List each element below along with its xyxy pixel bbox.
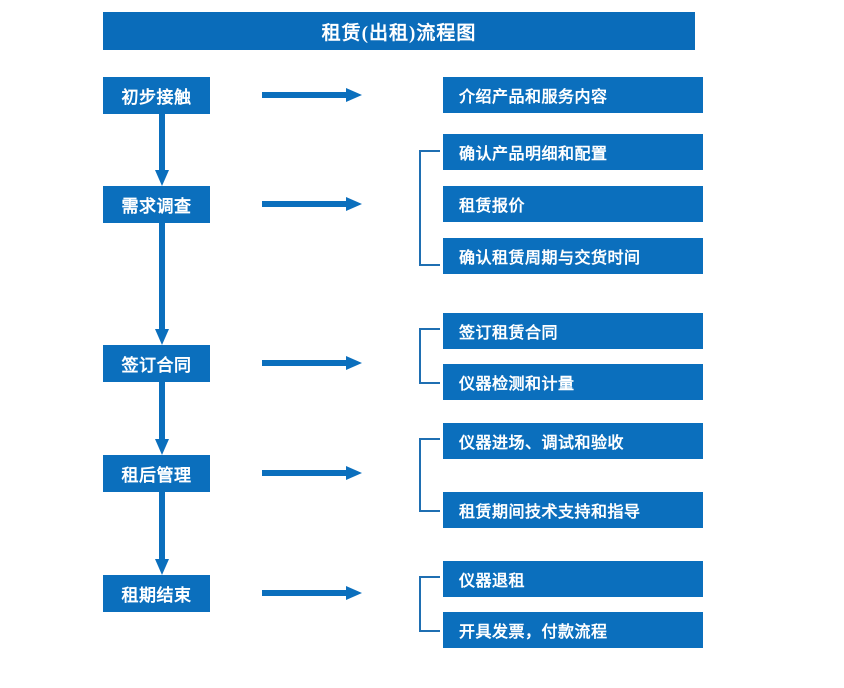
group-bracket-post-rental-management xyxy=(418,438,440,512)
group-bracket-sign-contract xyxy=(418,328,440,384)
stage-box-sign-contract[interactable]: 签订合同 xyxy=(103,345,210,382)
down-arrow-icon-1 xyxy=(154,114,170,186)
right-arrow-icon-2 xyxy=(262,197,362,211)
right-arrow-icon-5 xyxy=(262,586,362,600)
group-bracket-lease-end xyxy=(418,576,440,632)
down-arrow-icon-4 xyxy=(154,492,170,575)
stage-box-initial-contact[interactable]: 初步接触 xyxy=(103,77,210,114)
right-arrow-icon-1 xyxy=(262,88,362,102)
down-arrow-icon-3 xyxy=(154,382,170,455)
stage-box-demand-survey[interactable]: 需求调查 xyxy=(103,186,210,223)
detail-box-introduce-products[interactable]: 介绍产品和服务内容 xyxy=(443,77,703,113)
detail-box-confirm-product-spec[interactable]: 确认产品明细和配置 xyxy=(443,134,703,170)
right-arrow-icon-3 xyxy=(262,356,362,370)
detail-box-technical-support[interactable]: 租赁期间技术支持和指导 xyxy=(443,492,703,528)
down-arrow-icon-2 xyxy=(154,223,170,345)
detail-box-instrument-return[interactable]: 仪器退租 xyxy=(443,561,703,597)
detail-box-confirm-lease-period[interactable]: 确认租赁周期与交货时间 xyxy=(443,238,703,274)
stage-box-lease-end[interactable]: 租期结束 xyxy=(103,575,210,612)
group-bracket-demand-survey xyxy=(418,150,440,266)
detail-box-rental-quotation[interactable]: 租赁报价 xyxy=(443,186,703,222)
detail-box-sign-lease-contract[interactable]: 签订租赁合同 xyxy=(443,313,703,349)
right-arrow-icon-4 xyxy=(262,466,362,480)
detail-box-instrument-inspection[interactable]: 仪器检测和计量 xyxy=(443,364,703,400)
detail-box-invoice-payment[interactable]: 开具发票，付款流程 xyxy=(443,612,703,648)
detail-box-instrument-entry-commissioning[interactable]: 仪器进场、调试和验收 xyxy=(443,423,703,459)
stage-box-post-rental-management[interactable]: 租后管理 xyxy=(103,455,210,492)
page-title: 租赁(出租)流程图 xyxy=(103,12,695,50)
